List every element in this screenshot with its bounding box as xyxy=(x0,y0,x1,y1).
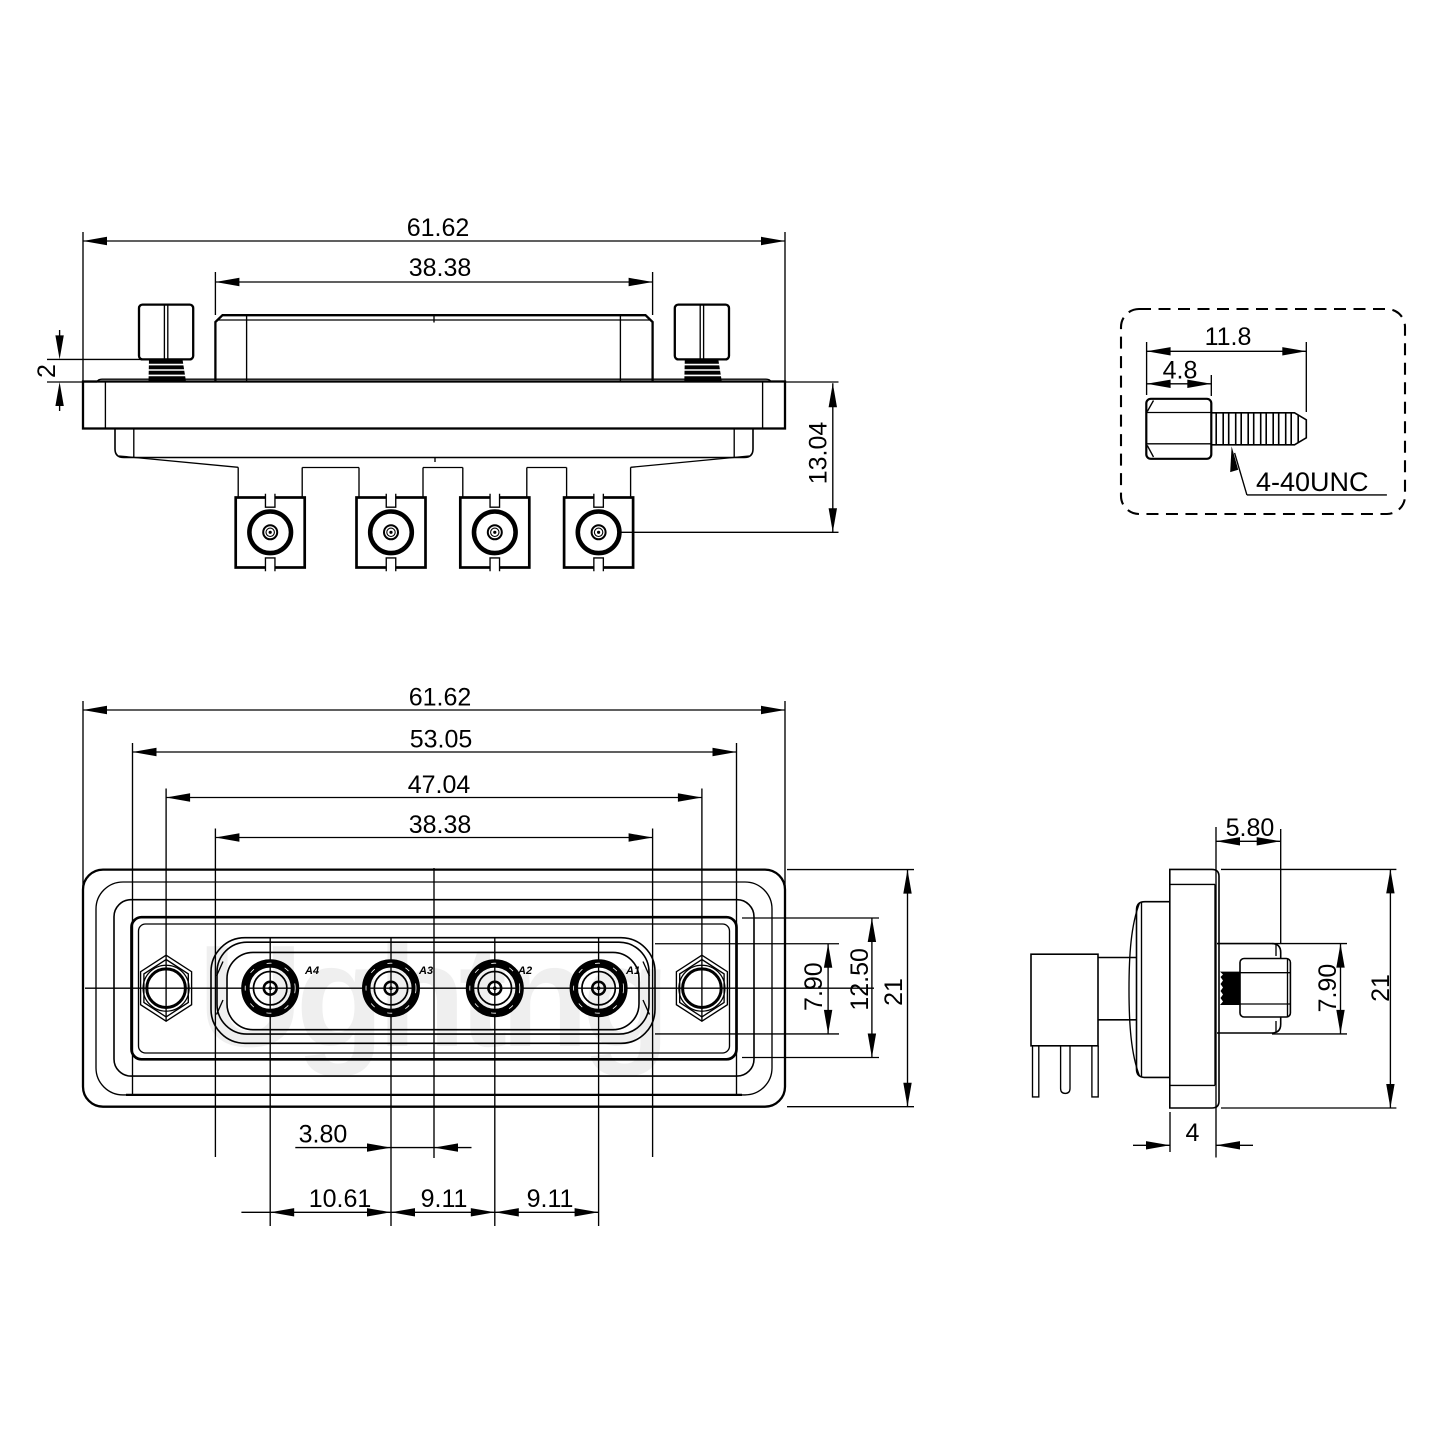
svg-text:47.04: 47.04 xyxy=(408,771,471,799)
svg-text:13.04: 13.04 xyxy=(805,422,833,485)
svg-text:A4: A4 xyxy=(304,965,319,977)
svg-text:38.38: 38.38 xyxy=(409,811,472,839)
svg-text:2: 2 xyxy=(33,364,61,378)
svg-text:7.90: 7.90 xyxy=(1314,964,1342,1013)
svg-text:3.80: 3.80 xyxy=(299,1121,348,1149)
svg-text:12.50: 12.50 xyxy=(846,948,874,1011)
svg-text:21: 21 xyxy=(880,978,908,1006)
svg-text:4: 4 xyxy=(1186,1119,1200,1147)
svg-text:4-40UNC: 4-40UNC xyxy=(1256,467,1369,497)
svg-text:4.8: 4.8 xyxy=(1163,357,1198,385)
svg-text:10.61: 10.61 xyxy=(309,1185,372,1213)
svg-text:5.80: 5.80 xyxy=(1226,814,1275,842)
svg-text:38.38: 38.38 xyxy=(409,254,472,282)
svg-text:61.62: 61.62 xyxy=(407,214,470,242)
svg-text:11.8: 11.8 xyxy=(1205,323,1252,351)
svg-text:A3: A3 xyxy=(418,965,433,977)
svg-text:9.11: 9.11 xyxy=(421,1185,468,1213)
svg-text:53.05: 53.05 xyxy=(410,726,473,754)
svg-text:9.11: 9.11 xyxy=(527,1185,574,1213)
svg-text:61.62: 61.62 xyxy=(409,684,472,712)
svg-text:7.90: 7.90 xyxy=(800,962,828,1011)
svg-text:A1: A1 xyxy=(625,965,640,977)
svg-text:A2: A2 xyxy=(517,965,532,977)
